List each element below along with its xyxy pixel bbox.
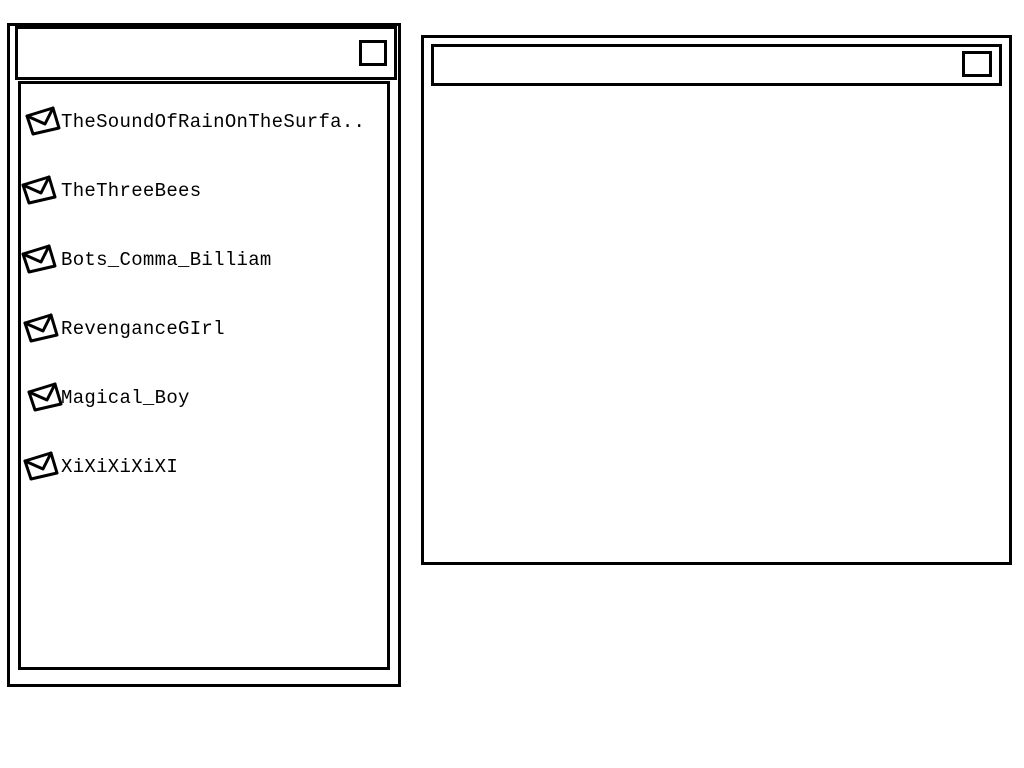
contact-list-item[interactable]: Bots_Comma_Billiam xyxy=(19,240,272,280)
contact-list-item[interactable]: XiXiXiXiXI xyxy=(21,447,178,487)
contacts-list: TheSoundOfRainOnTheSurfa.. TheThreeBees … xyxy=(18,81,390,670)
contacts-title-bar[interactable] xyxy=(15,26,397,80)
envelope-icon xyxy=(19,238,59,283)
contact-name: TheThreeBees xyxy=(61,180,202,202)
envelope-icon xyxy=(25,376,65,421)
chat-title-bar[interactable] xyxy=(431,44,1002,86)
contact-name: XiXiXiXiXI xyxy=(61,456,179,478)
contact-list-item[interactable]: RevenganceGIrl xyxy=(21,309,225,349)
envelope-icon xyxy=(19,169,59,214)
contact-list-item[interactable]: TheThreeBees xyxy=(19,171,201,211)
envelope-icon xyxy=(23,100,63,145)
contact-list-item[interactable]: TheSoundOfRainOnTheSurfa.. xyxy=(23,102,365,142)
contacts-window: TheSoundOfRainOnTheSurfa.. TheThreeBees … xyxy=(7,23,401,687)
contact-name: Magical_Boy xyxy=(61,387,190,409)
contact-name: TheSoundOfRainOnTheSurfa.. xyxy=(61,111,366,133)
envelope-icon xyxy=(21,445,61,490)
contact-name: Bots_Comma_Billiam xyxy=(61,249,272,271)
close-button[interactable] xyxy=(962,51,992,77)
contact-name: RevenganceGIrl xyxy=(61,318,225,340)
envelope-icon xyxy=(21,307,61,352)
close-button[interactable] xyxy=(359,40,387,66)
contact-list-item[interactable]: Magical_Boy xyxy=(25,378,190,418)
chat-window xyxy=(421,35,1012,565)
